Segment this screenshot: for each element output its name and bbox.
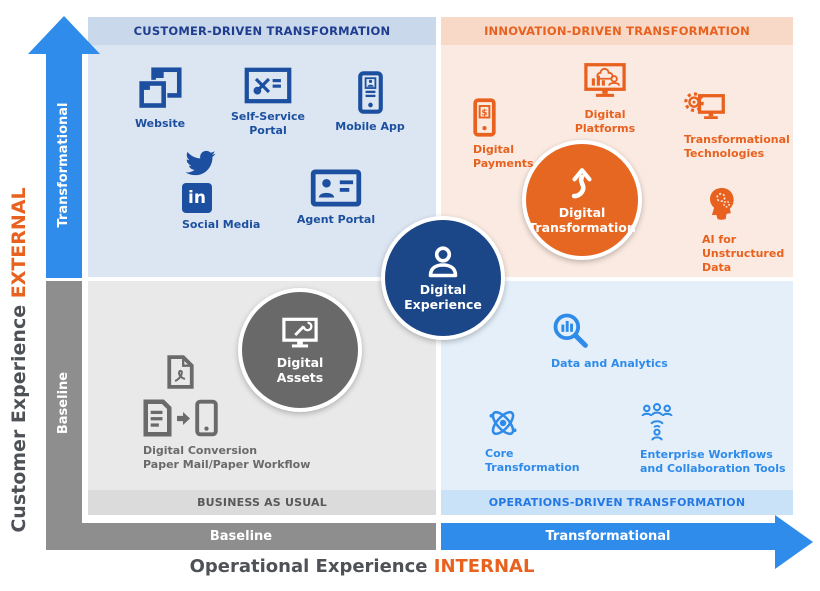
- customer-driven-header: CUSTOMER-DRIVEN TRANSFORMATION: [88, 17, 436, 45]
- transformational-technologies-icon: [684, 92, 725, 119]
- ai-head-gears-icon: [710, 188, 734, 220]
- data-analytics-icon: [553, 313, 588, 348]
- operations-driven-footer: OPERATIONS-DRIVEN TRANSFORMATION: [441, 490, 793, 515]
- item-mobile-app: Mobile App: [332, 71, 408, 134]
- enterprise-workflows-label: Enterprise Workflows and Collaboration T…: [640, 448, 786, 475]
- arrow-right-icon: [177, 411, 190, 425]
- core-transformation-label: Core Transformation: [485, 447, 580, 474]
- rising-arrow-icon: [571, 168, 592, 199]
- item-digital-platforms: Digital Platforms: [561, 62, 649, 136]
- social-media-label: Social Media: [182, 218, 261, 231]
- digital-transformation-circle: Digital Transformation: [522, 140, 642, 260]
- y-axis-title: Customer Experience EXTERNAL: [6, 140, 32, 580]
- x-axis-arrowhead: [775, 515, 813, 569]
- device-phone-icon: [195, 399, 218, 437]
- data-and-analytics-label: Data and Analytics: [551, 357, 668, 370]
- item-social-media: in Social Media: [182, 148, 302, 232]
- paper-document-icon: [143, 399, 172, 437]
- ai-unstructured-data-label: AI for Unstructured Data: [702, 233, 785, 274]
- y-axis-title-text: Customer Experience: [8, 298, 30, 533]
- pdf-file-icon-wrap: [166, 354, 195, 390]
- monitor-wrench-icon: [282, 317, 318, 347]
- digital-experience-circle: Digital Experience: [381, 216, 505, 340]
- y-axis-title-highlight: EXTERNAL: [8, 187, 30, 299]
- item-website: Website: [116, 67, 204, 131]
- x-axis-title-text: Operational Experience: [189, 556, 434, 577]
- y-axis-arrowhead: [28, 16, 100, 54]
- enterprise-workflows-icon: [641, 403, 673, 441]
- person-icon: [428, 245, 458, 277]
- x-axis-baseline-segment: Baseline: [46, 523, 436, 550]
- x-axis-title-highlight: INTERNAL: [433, 556, 535, 577]
- digital-experience-label: Digital Experience: [404, 281, 482, 312]
- business-as-usual-footer: BUSINESS AS USUAL: [88, 490, 436, 515]
- item-transformational-technologies: Transformational Technologies: [684, 90, 799, 161]
- digital-payments-label: Digital Payments: [473, 143, 534, 170]
- digital-conversion-icons: [143, 399, 218, 437]
- item-self-service-portal: Self-Service Portal: [222, 67, 314, 138]
- x-axis-baseline-label: Baseline: [209, 529, 273, 544]
- item-agent-portal: Agent Portal: [290, 169, 382, 227]
- item-ai-unstructured-data: AI for Unstructured Data: [702, 185, 802, 274]
- self-service-portal-label: Self-Service Portal: [230, 110, 306, 137]
- digital-assets-circle: Digital Assets: [238, 288, 362, 412]
- digital-payments-icon: $: [473, 98, 496, 137]
- digital-platforms-icon: [584, 63, 626, 97]
- digital-conversion-label: Digital Conversion Paper Mail/Paper Work…: [143, 444, 311, 471]
- twitter-icon: [185, 150, 216, 176]
- quadrant-operations-driven: OPERATIONS-DRIVEN TRANSFORMATION Data an…: [441, 281, 793, 515]
- y-axis-baseline-label: Baseline: [56, 371, 71, 435]
- x-axis-transformational-segment: Transformational: [441, 523, 775, 550]
- y-axis-transformational-label: Transformational: [56, 102, 71, 228]
- linkedin-icon: in: [182, 183, 212, 213]
- digital-assets-label: Digital Assets: [276, 354, 324, 385]
- mobile-app-icon: [357, 71, 383, 114]
- quadrant-customer-driven: CUSTOMER-DRIVEN TRANSFORMATION Website: [88, 17, 436, 277]
- item-enterprise-workflows: Enterprise Workflows and Collaboration T…: [640, 402, 786, 476]
- x-axis-title: Operational Experience INTERNAL: [162, 556, 562, 577]
- website-label: Website: [134, 117, 186, 130]
- pdf-file-icon: [167, 355, 194, 389]
- item-core-transformation: Core Transformation: [485, 405, 580, 475]
- item-digital-payments: $ Digital Payments: [473, 98, 553, 171]
- y-axis-transformational-segment: [46, 52, 82, 278]
- x-axis-transformational-label: Transformational: [545, 529, 671, 544]
- transformational-technologies-label: Transformational Technologies: [684, 133, 790, 160]
- atom-icon: [489, 410, 517, 436]
- dollar-glyph: $: [481, 108, 487, 118]
- digital-transformation-label: Digital Transformation: [528, 205, 636, 235]
- agent-portal-icon: [310, 169, 362, 207]
- mobile-app-label: Mobile App: [335, 120, 405, 133]
- item-data-and-analytics: Data and Analytics: [551, 311, 668, 371]
- digital-platforms-label: Digital Platforms: [574, 108, 636, 135]
- linkedin-glyph: in: [188, 187, 206, 208]
- quadrant-innovation-driven: INNOVATION-DRIVEN TRANSFORMATION $ Digit…: [441, 17, 793, 277]
- self-service-portal-icon: [244, 67, 292, 104]
- y-axis-baseline-segment: [46, 281, 82, 550]
- innovation-driven-header: INNOVATION-DRIVEN TRANSFORMATION: [441, 17, 793, 45]
- agent-portal-label: Agent Portal: [296, 213, 376, 226]
- website-icon: [138, 67, 182, 110]
